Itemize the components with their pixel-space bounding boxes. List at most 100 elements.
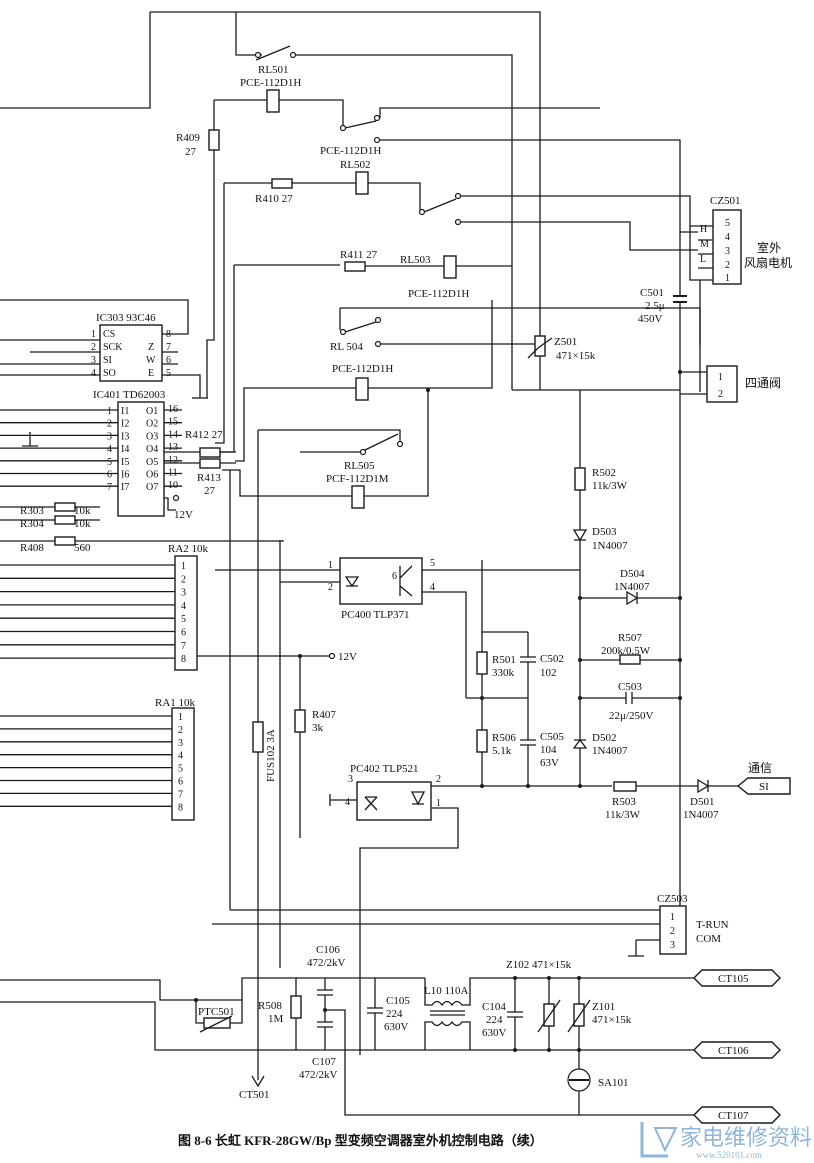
c105-value: 224 bbox=[386, 1008, 403, 1020]
r303-resistor bbox=[54, 502, 76, 512]
four-way-pin-1: 1 bbox=[718, 372, 723, 383]
r407-value: 3k bbox=[312, 722, 324, 734]
ra1-network bbox=[171, 707, 195, 821]
l10-label: L10 110A bbox=[424, 985, 469, 997]
ra1-pin-6: 6 bbox=[178, 777, 183, 788]
c505-voltage: 63V bbox=[540, 757, 559, 769]
cz501-pin-4: 4 bbox=[725, 232, 730, 243]
r411-label: R411 27 bbox=[340, 249, 378, 261]
r502-resistor bbox=[574, 467, 586, 491]
rl501-part: PCE-112D1H bbox=[240, 77, 301, 89]
ra2-pin-4: 4 bbox=[181, 601, 186, 612]
cz503-name1: T-RUN bbox=[696, 919, 729, 931]
fan-motor-line1: 室外 bbox=[757, 240, 781, 255]
d504-part: 1N4007 bbox=[614, 581, 650, 593]
c502-value: 102 bbox=[540, 667, 557, 679]
d504-ref: D504 bbox=[620, 568, 645, 580]
c107-ref: C107 bbox=[312, 1056, 336, 1068]
svg-text:2: 2 bbox=[328, 582, 333, 593]
r501-value: 330k bbox=[492, 667, 515, 679]
cz501-connector bbox=[712, 209, 742, 285]
ra1-label: RA1 10k bbox=[155, 697, 196, 709]
svg-text:6: 6 bbox=[107, 470, 112, 481]
c105-voltage: 630V bbox=[384, 1021, 409, 1033]
r304-ref: R304 bbox=[20, 518, 44, 530]
rl501-ref: RL501 bbox=[258, 64, 289, 76]
svg-text:3: 3 bbox=[348, 774, 353, 785]
r413-resistor bbox=[199, 458, 221, 469]
ra1-pin-5: 5 bbox=[178, 764, 183, 775]
cz501-tap-m: M bbox=[700, 239, 709, 250]
cz503-pin-1: 1 bbox=[670, 912, 675, 923]
ic303-pin-so: SO bbox=[103, 368, 116, 379]
watermark-text: 家电维修资料网 bbox=[680, 1125, 814, 1150]
c104-value: 224 bbox=[486, 1014, 503, 1026]
ra1-pin-7: 7 bbox=[178, 789, 183, 800]
c503-value: 22μ/250V bbox=[609, 710, 653, 722]
ic401-input-1: I1 bbox=[121, 406, 129, 417]
ra2-pin-5: 5 bbox=[181, 614, 186, 625]
cz501-tap-h: H bbox=[700, 224, 707, 235]
r408-ref: R408 bbox=[20, 542, 44, 554]
four-way-valve-connector bbox=[706, 365, 738, 403]
r506-ref: R506 bbox=[492, 732, 516, 744]
c502-ref: C502 bbox=[540, 653, 564, 665]
svg-text:7: 7 bbox=[107, 482, 112, 493]
r303-value: 10k bbox=[74, 505, 91, 517]
rl504-coil bbox=[355, 377, 369, 401]
r413-ref: R413 bbox=[197, 472, 221, 484]
d501-ref: D501 bbox=[690, 796, 714, 808]
d503-part: 1N4007 bbox=[592, 540, 628, 552]
c106-value: 472/2kV bbox=[307, 957, 346, 969]
svg-text:4: 4 bbox=[107, 444, 112, 455]
d502-part: 1N4007 bbox=[592, 745, 628, 757]
cz501-pin-1: 1 bbox=[725, 273, 730, 284]
r503-resistor bbox=[613, 781, 637, 792]
d501-part: 1N4007 bbox=[683, 809, 719, 821]
svg-text:2: 2 bbox=[91, 342, 96, 353]
svg-text:1: 1 bbox=[436, 798, 441, 809]
r413-value: 27 bbox=[204, 485, 216, 497]
r409-ref: R409 bbox=[176, 132, 200, 144]
r411-resistor bbox=[344, 261, 366, 272]
ic303-pin-e: E bbox=[148, 368, 154, 379]
ic401-input-3: I3 bbox=[121, 431, 129, 442]
r408-resistor bbox=[54, 536, 76, 546]
svg-text:3: 3 bbox=[107, 431, 112, 442]
cz501-ref: CZ501 bbox=[710, 195, 741, 207]
ic401-12v: 12V bbox=[174, 509, 193, 521]
cz503-connector bbox=[659, 905, 687, 955]
ic401-output-4: O4 bbox=[146, 444, 158, 455]
rl504-ref: RL 504 bbox=[330, 341, 363, 353]
ic-section: IC303 93C46 CS SCK SI SO Z W E 12 34 87 … bbox=[0, 299, 284, 554]
figure-caption: 图 8-6 长虹 KFR-28GW/Bp 型变频空调器室外机控制电路（续） bbox=[178, 1133, 543, 1148]
c505-ref: C505 bbox=[540, 731, 564, 743]
c104-ref: C104 bbox=[482, 1001, 506, 1013]
svg-text:1: 1 bbox=[91, 329, 96, 340]
r407-resistor bbox=[294, 709, 306, 733]
ptc501-label: PTC501 bbox=[198, 1006, 235, 1018]
z101-value: 471×15k bbox=[592, 1014, 632, 1026]
z102-label: Z102 471×15k bbox=[506, 959, 572, 971]
ct105-terminal bbox=[693, 969, 781, 987]
ra1-pin-1: 1 bbox=[178, 712, 183, 723]
signal-rc-section: R501 330k C502 102 R506 5.1k C505 104 63… bbox=[466, 560, 564, 788]
cz501-pin-5: 5 bbox=[725, 218, 730, 229]
r412-resistor bbox=[199, 447, 221, 458]
ic401-chip bbox=[117, 401, 165, 517]
r409-resistor bbox=[208, 129, 220, 151]
r507-value: 200k/0.5W bbox=[601, 645, 651, 657]
r502-value: 11k/3W bbox=[592, 480, 628, 492]
relay-section: RL501 PCE-112D1H R409 27 PCE-112D1H RL50… bbox=[0, 11, 701, 509]
r507-resistor bbox=[619, 654, 641, 665]
c505-value: 104 bbox=[540, 744, 557, 756]
svg-text:6: 6 bbox=[392, 571, 397, 582]
ct107-terminal bbox=[693, 1106, 781, 1124]
ic401-output-5: O5 bbox=[146, 457, 158, 468]
c106-ref: C106 bbox=[316, 944, 340, 956]
fuse-fus102 bbox=[252, 721, 264, 753]
z101-ref: Z101 bbox=[592, 1001, 615, 1013]
optocoupler-section: 12 654 PC400 TLP371 34 21 PC402 TLP521 bbox=[215, 557, 612, 1055]
pc402-label: PC402 TLP521 bbox=[350, 763, 419, 775]
